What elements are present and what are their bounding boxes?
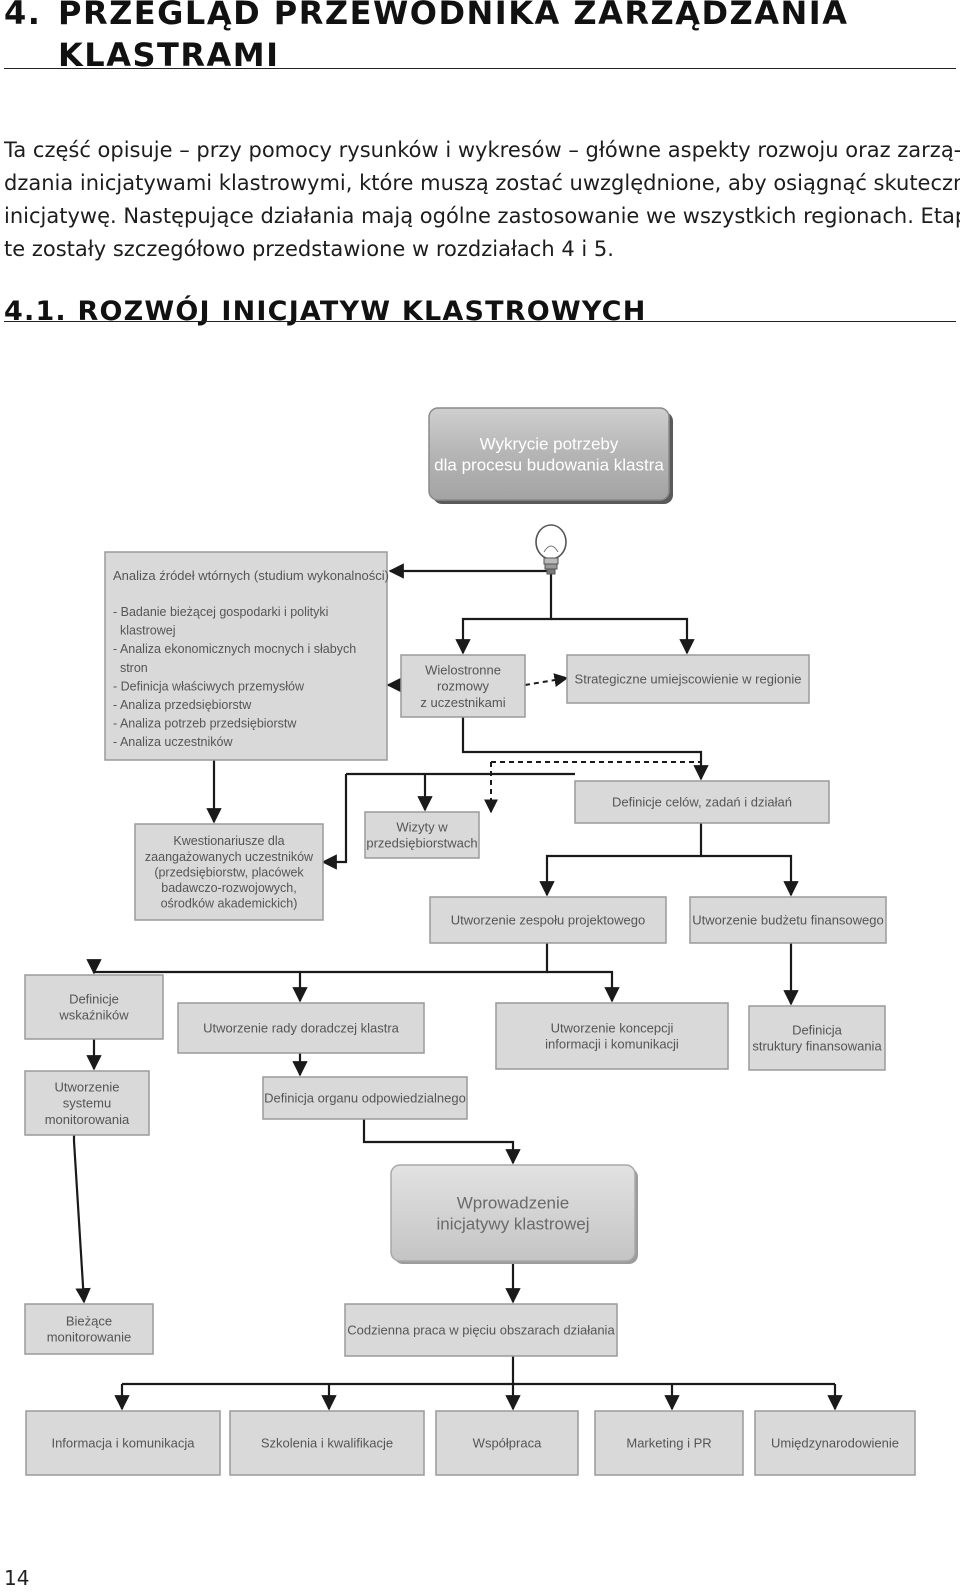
indicators-box: Definicje wskaźników (24, 974, 164, 1040)
financing-structure-box-text: Definicja (792, 1022, 843, 1037)
connector-arrow (72, 1135, 91, 1304)
council-box-text: Utworzenie rady doradczej klastra (203, 1021, 400, 1036)
dashed-connector (524, 673, 569, 687)
analysis-item: klastrowej (113, 624, 176, 638)
intro-paragraph: Ta część opisuje – przy pomocy rysunków … (4, 134, 960, 266)
area-box-text: Informacja i komunikacja (51, 1436, 195, 1451)
intro-line: inicjatywę. Następujące działania mają o… (4, 204, 960, 228)
daily-work-box-text: Codzienna praca w pięciu obszarach dział… (347, 1323, 615, 1338)
connector-arrow (86, 959, 300, 975)
analysis-item: - Analiza uczestników (113, 735, 233, 749)
budget-box: Utworzenie budżetu finansowego (689, 896, 887, 944)
connector-arrow (551, 617, 695, 655)
connector-arrow (547, 970, 620, 1003)
analysis-item: - Badanie bieżącej gospodarki i polityki (113, 605, 328, 619)
analysis-item: - Analiza potrzeb przedsiębiorstw (113, 717, 297, 731)
launch-box-text: inicjatywy klastrowej (436, 1215, 589, 1234)
ongoing-monitoring-box: Bieżące monitorowanie (24, 1303, 154, 1355)
area-box-text: Marketing i PR (626, 1436, 711, 1451)
start-box-text: dla procesu budowania klastra (434, 456, 664, 475)
connector-arrow (701, 854, 799, 897)
area-box: Umiędzynarodowienie (754, 1410, 916, 1476)
area-box: Informacja i komunikacja (25, 1410, 221, 1476)
connector-arrow (292, 943, 549, 1003)
talks-box-text: Wielostronne (425, 662, 501, 677)
connector-arrow (362, 1119, 521, 1165)
connector-arrow (455, 575, 553, 655)
ongoing-monitoring-box-text: monitorowanie (47, 1330, 132, 1345)
start-box-text: Wykrycie potrzeby (480, 434, 619, 453)
daily-work-box: Codzienna praca w pięciu obszarach dział… (344, 1303, 618, 1357)
area-box: Szkolenia i kwalifikacje (229, 1410, 425, 1476)
responsible-body-box: Definicja organu odpowiedzialnego (262, 1076, 468, 1120)
monitoring-system-box-text: systemu (63, 1096, 111, 1111)
visits-box-text: Wizyty w (396, 819, 448, 834)
area-box-text: Współpraca (473, 1436, 542, 1451)
analysis-item: - Analiza przedsiębiorstw (113, 698, 252, 712)
council-box: Utworzenie rady doradczej klastra (177, 1002, 425, 1054)
area-box: Marketing i PR (594, 1410, 744, 1476)
analysis-item: stron (113, 661, 148, 675)
chapter-title-line2: KLASTRAMI (58, 36, 280, 74)
responsible-body-box-text: Definicja organu odpowiedzialnego (264, 1091, 466, 1106)
page-number: 14 (4, 1566, 30, 1590)
flowchart-svg: Wykrycie potrzeby dla procesu budowania k… (24, 407, 916, 1476)
cluster-development-diagram: Wykrycie potrzeby dla procesu budowania k… (4, 382, 956, 1512)
questionnaires-box-text: Kwestionariusze dla (173, 834, 284, 848)
area-box-text: Szkolenia i kwalifikacje (261, 1436, 393, 1451)
launch-box-text: Wprowadzenie (457, 1193, 569, 1212)
questionnaires-box-text: (przedsiębiorstw, placówek (154, 865, 304, 879)
questionnaires-box-text: zaangażowanych uczestników (145, 850, 314, 864)
visits-box-text: przedsiębiorstwach (366, 836, 477, 851)
intro-line: dzania inicjatywami klastrowymi, które m… (4, 171, 960, 195)
talks-box-text: rozmowy (437, 679, 490, 694)
talks-box-text: z uczestnikami (420, 695, 505, 710)
budget-box-text: Utworzenie budżetu finansowego (692, 913, 884, 928)
questionnaires-box-text: badawczo-rozwojowych, (161, 881, 296, 895)
area-box: Współpraca (435, 1410, 579, 1476)
section-title-rule (4, 321, 956, 322)
connector-arrow (539, 823, 703, 897)
intro-line: Ta część opisuje – przy pomocy rysunków … (4, 138, 960, 162)
analysis-item: - Definicja właściwych przemysłów (113, 679, 305, 693)
questionnaires-box-text: ośrodków akademickich) (161, 897, 298, 911)
connector-arrow (388, 563, 553, 579)
area-box-text: Umiędzynarodowienie (771, 1436, 899, 1451)
questionnaires-box: Kwestionariusze dla zaangażowanych uczest… (134, 823, 324, 921)
team-box: Utworzenie zespołu projektowego (429, 896, 667, 944)
connector-arrow (461, 717, 709, 781)
goals-box-text: Definicje celów, zadań i działań (612, 795, 792, 810)
communication-concept-box-text: informacji i komunikacji (545, 1037, 679, 1052)
analysis-box: Analiza źródeł wtórnych (studium wykonal… (104, 551, 389, 761)
financing-structure-box: Definicja struktury finansowania (748, 1005, 886, 1071)
communication-concept-box: Utworzenie koncepcji informacji i komunik… (495, 1002, 729, 1070)
ongoing-monitoring-box-text: Bieżące (66, 1313, 112, 1328)
chapter-title-rule (4, 68, 956, 69)
intro-line: te zostały szczegółowo przedstawione w r… (4, 237, 614, 261)
financing-structure-box-text: struktury finansowania (752, 1039, 882, 1054)
monitoring-system-box-text: Utworzenie (54, 1079, 119, 1094)
chapter-title-line1: PRZEGLĄD PRZEWODNIKA ZARZĄDZANIA (58, 0, 849, 32)
communication-concept-box-text: Utworzenie koncepcji (551, 1020, 674, 1035)
team-box-text: Utworzenie zespołu projektowego (451, 913, 645, 928)
analysis-title: Analiza źródeł wtórnych (studium wykonal… (113, 568, 389, 583)
launch-box: Wprowadzenie inicjatywy klastrowej (390, 1164, 638, 1264)
analysis-item: - Analiza ekonomicznych mocnych i słabyc… (113, 642, 356, 656)
strategic-box: Strategiczne umiejscowienie w regionie (566, 654, 810, 704)
chapter-number: 4. (4, 0, 42, 32)
visits-box: Wizyty w przedsiębiorstwach (364, 811, 480, 859)
indicators-box-text: wskaźników (58, 1008, 129, 1023)
goals-box: Definicje celów, zadań i działań (574, 780, 830, 824)
start-box: Wykrycie potrzeby dla procesu budowania k… (428, 407, 673, 504)
section-title: 4.1. ROZWÓJ INICJATYW KLASTROWYCH (4, 296, 647, 327)
strategic-box-text: Strategiczne umiejscowienie w regionie (575, 672, 802, 687)
connector-arrow (321, 774, 348, 870)
lightbulb-icon (535, 524, 567, 575)
indicators-box-text: Definicje (69, 991, 119, 1006)
monitoring-system-box-text: monitorowania (45, 1112, 130, 1127)
